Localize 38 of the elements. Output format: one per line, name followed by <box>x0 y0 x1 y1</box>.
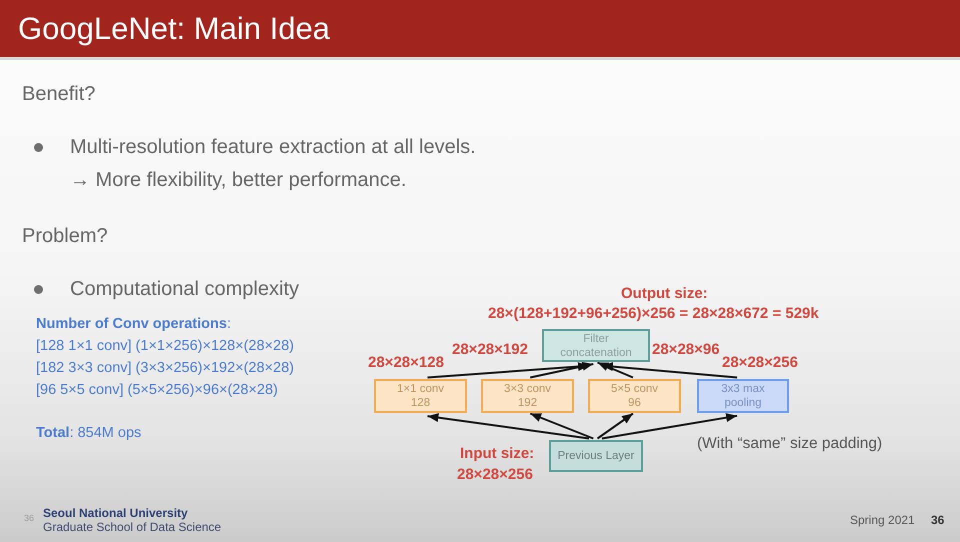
heading: Benefit? <box>22 82 96 106</box>
layer-box: 1×1 conv 128 <box>374 379 467 413</box>
edge-label: 28×28×192 <box>452 341 528 358</box>
layer-box: 3×3 conv 192 <box>481 379 574 413</box>
total-text: Total: 854M ops <box>36 425 142 442</box>
edge-label: 28×28×128 <box>368 354 444 371</box>
layer-box: 3x3 max pooling <box>697 379 789 413</box>
bullet-text: → More flexibility, better performance. <box>70 168 406 192</box>
note-text: (With “same” size padding) <box>697 434 882 453</box>
arrow <box>427 413 590 440</box>
size-annotation: Input size: <box>460 445 534 463</box>
edge-label: 28×28×96 <box>652 341 720 358</box>
formula-text: [128 1×1 conv] (1×1×256)×128×(28×28) <box>36 338 294 355</box>
arrow <box>602 362 738 378</box>
arrow <box>530 362 594 378</box>
formula-text: [96 5×5 conv] (5×5×256)×96×(28×28) <box>36 382 278 399</box>
footer-text: Seoul National University <box>43 506 188 520</box>
size-annotation: 28×28×256 <box>457 466 533 484</box>
bullet-text: Computational complexity <box>70 277 299 301</box>
page-number: 36 <box>931 513 944 527</box>
formula-text: [182 3×3 conv] (3×3×256)×192×(28×28) <box>36 360 294 377</box>
heading: Problem? <box>22 224 108 248</box>
size-annotation: Output size: <box>621 285 708 303</box>
layer-box: 5×5 conv 96 <box>588 379 681 413</box>
note-heading: Number of Conv operations: <box>36 316 231 333</box>
size-annotation: 28×(128+192+96+256)×256 = 28×28×672 = 529k <box>488 305 819 323</box>
bullet-text: Multi-resolution feature extraction at all levels. <box>70 135 476 159</box>
arrow <box>530 412 594 440</box>
page-number: 36 <box>24 513 34 524</box>
edge-label: 28×28×256 <box>722 354 798 371</box>
arrow <box>597 362 634 378</box>
layer-box: Previous Layer <box>549 440 643 472</box>
footer-text: Graduate School of Data Science <box>43 520 222 534</box>
arrow <box>602 413 738 440</box>
layer-box: Filter concatenation <box>542 329 650 362</box>
footer-text: Spring 2021 <box>850 513 915 527</box>
slide-title: GoogLeNet: Main Idea <box>18 11 330 47</box>
arrow <box>596 412 634 440</box>
